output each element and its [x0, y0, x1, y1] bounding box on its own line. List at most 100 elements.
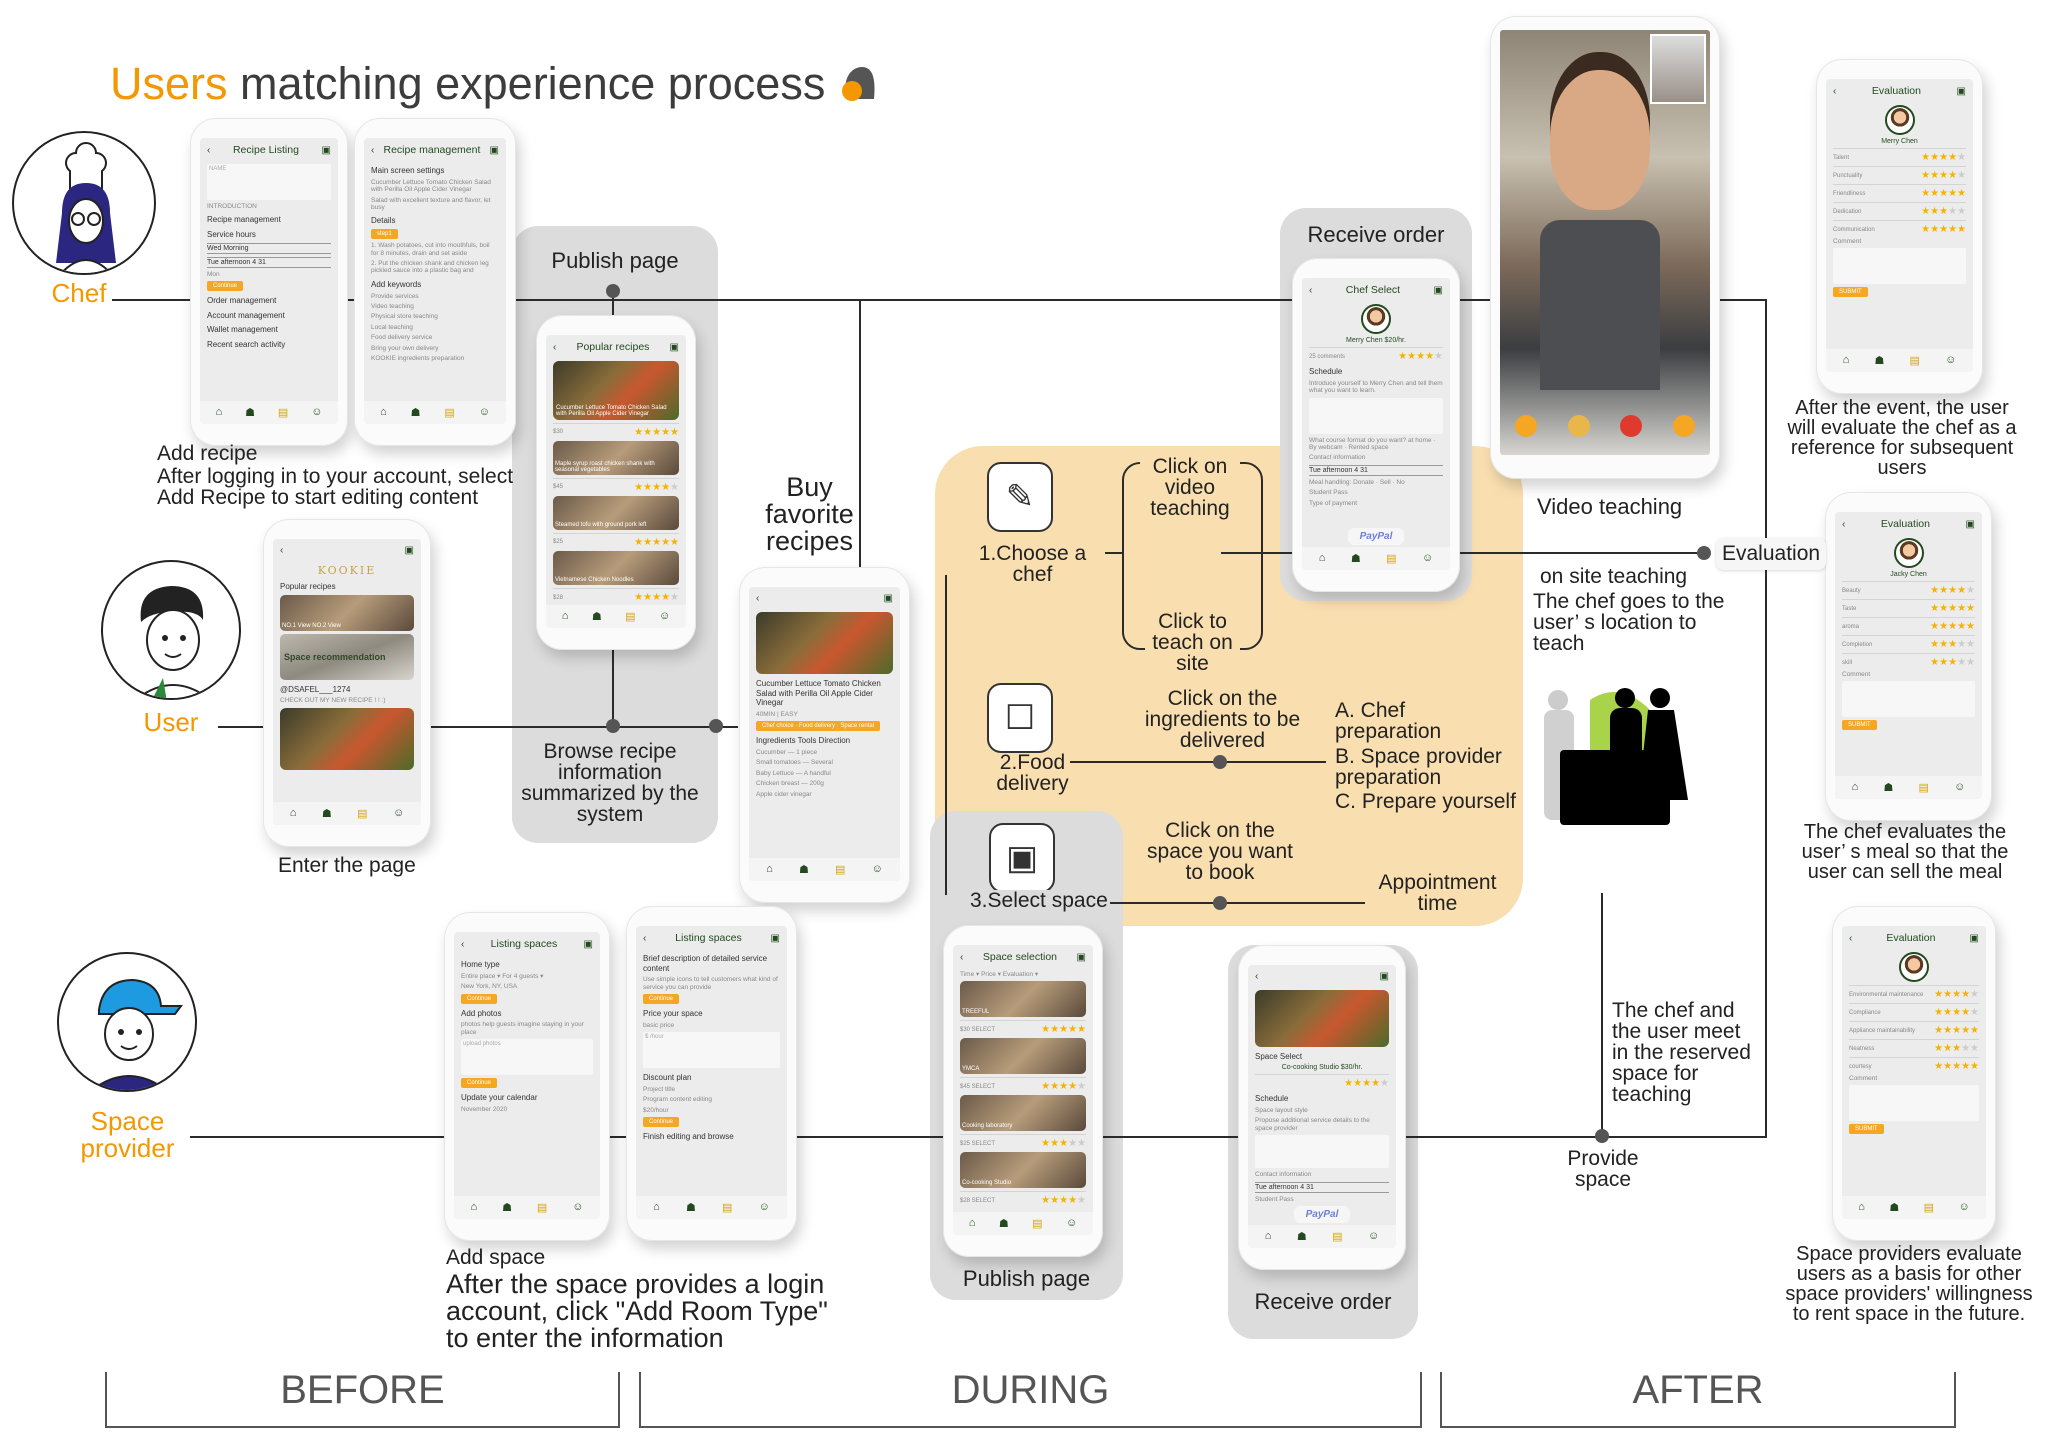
recipe-book-icon[interactable]: ▤ — [835, 864, 846, 876]
back-icon[interactable]: ‹ — [1849, 932, 1853, 944]
input-field[interactable] — [1849, 1085, 1979, 1122]
profile-icon[interactable]: ☺ — [758, 1201, 770, 1213]
home-icon[interactable]: ⌂ — [1264, 1230, 1272, 1242]
photo-thumbnail[interactable]: Vietnamese Chicken Noodles — [553, 550, 679, 586]
star-rating[interactable]: ★★★★★ — [1921, 152, 1966, 163]
input-field[interactable] — [1255, 1135, 1389, 1169]
photo-thumbnail[interactable]: Co-cooking Studio — [960, 1152, 1086, 1189]
food-photo[interactable] — [280, 707, 414, 770]
rating-row[interactable]: aroma★★★★★ — [1842, 617, 1975, 632]
bag-icon[interactable]: ▣ — [321, 144, 331, 156]
continue-button[interactable]: step1 — [371, 229, 398, 240]
star-rating[interactable]: ★★★★★ — [1921, 170, 1966, 181]
star-rating[interactable]: ★★★★★ — [1921, 206, 1966, 217]
input-field[interactable]: upload photos — [461, 1039, 593, 1076]
bag-icon[interactable]: ▣ — [770, 932, 780, 944]
photo-thumbnail[interactable]: NO.1 View NO.2 View — [280, 594, 414, 631]
profile-icon[interactable]: ☺ — [572, 1201, 584, 1213]
recipe-book-icon[interactable]: ▤ — [277, 407, 289, 419]
shop-icon[interactable]: ☗ — [1296, 1231, 1307, 1243]
rating-row[interactable]: Beauty★★★★★ — [1842, 581, 1975, 596]
recipe-book-icon[interactable]: ▤ — [536, 1202, 548, 1214]
star-rating[interactable]: ★★★★★ — [1041, 1138, 1086, 1149]
home-icon[interactable]: ⌂ — [1858, 1201, 1865, 1213]
home-icon[interactable]: ⌂ — [289, 807, 297, 819]
star-rating[interactable]: ★★★★★ — [1041, 1195, 1086, 1206]
shop-icon[interactable]: ☗ — [245, 407, 255, 419]
rating-row[interactable]: Taste★★★★★ — [1842, 599, 1975, 614]
home-icon[interactable]: ⌂ — [968, 1217, 976, 1229]
rating-row[interactable]: $25★★★★★ — [553, 532, 679, 548]
bag-icon[interactable]: ▣ — [489, 144, 499, 156]
shop-icon[interactable]: ☗ — [998, 1218, 1009, 1230]
star-rating[interactable]: ★★★★★ — [1934, 1025, 1979, 1036]
rating-row[interactable]: Completion★★★★★ — [1842, 635, 1975, 650]
star-rating[interactable]: ★★★★★ — [1934, 1061, 1979, 1072]
back-icon[interactable]: ‹ — [1309, 284, 1313, 296]
continue-button[interactable]: Continue — [461, 993, 498, 1004]
hang-up-icon[interactable] — [1620, 415, 1643, 437]
rating-row[interactable]: $45★★★★★ — [553, 477, 679, 493]
bag-icon[interactable]: ▣ — [1076, 951, 1086, 963]
rating-row[interactable]: $30★★★★★ — [553, 422, 679, 438]
home-icon[interactable]: ⌂ — [379, 406, 387, 418]
star-rating[interactable]: ★★★★★ — [1930, 657, 1975, 668]
home-icon[interactable]: ⌂ — [1842, 354, 1850, 366]
input-field[interactable] — [1833, 248, 1966, 285]
star-rating[interactable]: ★★★★★ — [1930, 585, 1975, 596]
home-icon[interactable]: ⌂ — [470, 1201, 478, 1213]
rating-row[interactable]: Communication★★★★★ — [1833, 220, 1966, 235]
back-icon[interactable]: ‹ — [643, 932, 647, 944]
bag-icon[interactable]: ▣ — [1433, 284, 1443, 296]
shop-icon[interactable]: ☗ — [685, 1202, 696, 1214]
star-rating[interactable]: ★★★★★ — [634, 427, 679, 438]
space-selection-phone[interactable]: ‹Space selection▣Time ▾ Price ▾ Evaluati… — [943, 925, 1103, 1257]
video-icon[interactable] — [1672, 415, 1695, 437]
recipe-book-icon[interactable]: ▤ — [1032, 1218, 1043, 1230]
bag-icon[interactable]: ▣ — [883, 593, 893, 604]
shop-icon[interactable]: ☗ — [410, 407, 421, 419]
star-rating[interactable]: ★★★★★ — [1041, 1024, 1086, 1035]
video-teaching-phone[interactable] — [1490, 16, 1720, 479]
back-icon[interactable]: ‹ — [461, 938, 465, 950]
recipe-book-icon[interactable]: ▤ — [1909, 355, 1920, 367]
star-rating[interactable]: ★★★★★ — [1921, 188, 1966, 199]
photo-thumbnail[interactable]: Maple syrup roast chicken shank with sea… — [553, 440, 679, 475]
continue-button[interactable]: SUBMIT — [1833, 287, 1868, 298]
rating-row[interactable]: $28 SELECT★★★★★ — [960, 1191, 1086, 1206]
rating-row[interactable]: ★★★★★ — [1255, 1074, 1389, 1089]
bag-icon[interactable]: ▣ — [583, 938, 593, 950]
popular-recipes-phone[interactable]: ‹Popular recipes▣Cucumber Lettuce Tomato… — [536, 315, 696, 650]
shop-icon[interactable]: ☗ — [321, 808, 332, 820]
rating-row[interactable]: Environmental maintenance★★★★★ — [1849, 985, 1979, 1000]
shop-icon[interactable]: ☗ — [1883, 782, 1894, 794]
profile-icon[interactable]: ☺ — [1422, 552, 1434, 564]
recipe-book-icon[interactable]: ▤ — [1386, 553, 1397, 565]
star-rating[interactable]: ★★★★★ — [1934, 1007, 1979, 1018]
rating-row[interactable]: $30 SELECT★★★★★ — [960, 1020, 1086, 1035]
home-icon[interactable]: ⌂ — [653, 1201, 660, 1213]
rating-row[interactable]: skill★★★★★ — [1842, 653, 1975, 668]
star-rating[interactable]: ★★★★★ — [1398, 351, 1443, 362]
evaluation-space-phone[interactable]: ‹Evaluation▣Environmental maintenance★★★… — [1832, 906, 1996, 1241]
photo-thumbnail[interactable]: Cooking laboratory — [960, 1095, 1086, 1132]
profile-icon[interactable]: ☺ — [1945, 354, 1957, 366]
star-rating[interactable]: ★★★★★ — [1930, 639, 1975, 650]
star-rating[interactable]: ★★★★★ — [634, 592, 679, 603]
star-rating[interactable]: ★★★★★ — [634, 537, 679, 548]
recipe-book-icon[interactable]: ▤ — [1923, 1202, 1935, 1214]
photo-thumbnail[interactable]: YMCA — [960, 1038, 1086, 1075]
back-icon[interactable]: ‹ — [1255, 971, 1259, 982]
back-icon[interactable]: ‹ — [280, 545, 284, 556]
continue-button[interactable]: Chef choice · Food delivery · Space rent… — [756, 721, 881, 732]
rating-row[interactable]: Friendliness★★★★★ — [1833, 184, 1966, 199]
profile-icon[interactable]: ☺ — [311, 406, 323, 418]
star-rating[interactable]: ★★★★★ — [1041, 1081, 1086, 1092]
chef-select-phone[interactable]: ‹Chef Select▣Merry Chen $20/hr.25 commen… — [1292, 258, 1460, 592]
star-rating[interactable]: ★★★★★ — [1934, 1043, 1979, 1054]
listing-spaces-phone-2[interactable]: ‹Listing spaces▣Brief description of det… — [626, 906, 797, 1241]
photo-thumbnail[interactable]: Steamed tofu with ground pork left — [553, 495, 679, 530]
